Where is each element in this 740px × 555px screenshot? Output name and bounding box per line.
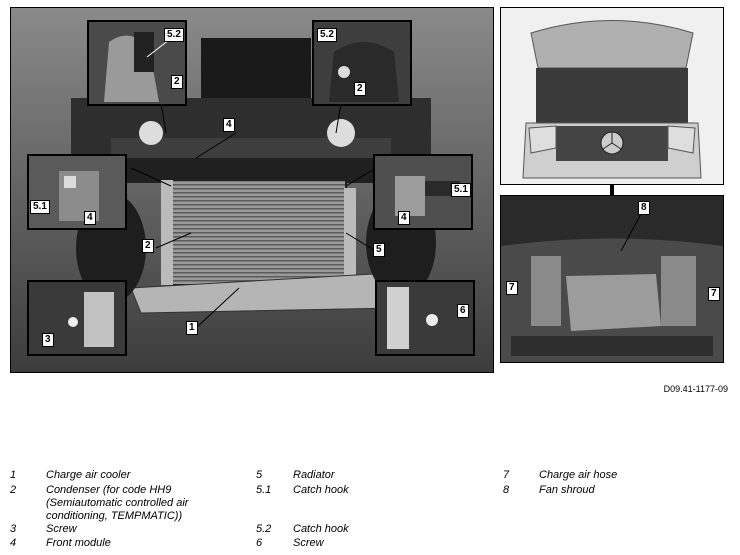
legend-text: Condenser (for code HH9 bbox=[46, 484, 172, 496]
callout-4-main: 4 bbox=[223, 118, 235, 132]
legend-text: Front module bbox=[46, 537, 111, 549]
callout-5: 5 bbox=[373, 243, 385, 257]
legend-text: (Semiautomatic controlled air bbox=[46, 497, 189, 509]
legend-num: 4 bbox=[10, 537, 17, 549]
callout-7-left: 7 bbox=[506, 281, 518, 295]
callout-4-right: 4 bbox=[398, 211, 410, 225]
legend-num: 5.1 bbox=[256, 484, 272, 496]
inset-mid-left bbox=[27, 154, 127, 230]
callout-5-1-right: 5.1 bbox=[451, 183, 471, 197]
legend-text: conditioning, TEMPMATIC)) bbox=[46, 510, 183, 522]
figure-reference: D09.41-1177-09 bbox=[663, 384, 728, 394]
callout-2-main: 2 bbox=[142, 239, 154, 253]
legend-text: Screw bbox=[46, 523, 77, 535]
callout-4-left: 4 bbox=[84, 211, 96, 225]
legend-text: Fan shroud bbox=[539, 484, 595, 496]
legend-text: Radiator bbox=[293, 469, 335, 481]
legend-text: Charge air cooler bbox=[46, 469, 131, 481]
callout-2-top-right: 2 bbox=[354, 82, 366, 96]
legend-num: 5 bbox=[256, 469, 263, 481]
legend-num: 8 bbox=[503, 484, 510, 496]
underside-photo: 8 7 7 bbox=[500, 195, 724, 363]
main-photo: 1 2 2 2 3 4 4 4 5 5.1 5.1 5.2 5.2 6 bbox=[10, 7, 494, 373]
legend-text: Catch hook bbox=[293, 523, 349, 535]
callout-5-2-left: 5.2 bbox=[164, 28, 184, 42]
callout-5-2-right: 5.2 bbox=[317, 28, 337, 42]
callout-6: 6 bbox=[457, 304, 469, 318]
legend-text: Catch hook bbox=[293, 484, 349, 496]
legend-num: 1 bbox=[10, 469, 17, 481]
legend-num: 5.2 bbox=[256, 523, 272, 535]
callout-8: 8 bbox=[638, 201, 650, 215]
callout-3: 3 bbox=[42, 333, 54, 347]
legend-text: Charge air hose bbox=[539, 469, 618, 481]
legend-num: 6 bbox=[256, 537, 263, 549]
callout-2-top-left: 2 bbox=[171, 75, 183, 89]
callout-7-right: 7 bbox=[708, 287, 720, 301]
legend-num: 7 bbox=[503, 469, 510, 481]
callout-1: 1 bbox=[186, 321, 198, 335]
connector-arrow bbox=[607, 185, 617, 197]
legend-text: Screw bbox=[293, 537, 324, 549]
callout-5-1-left: 5.1 bbox=[30, 200, 50, 214]
legend-num: 3 bbox=[10, 523, 17, 535]
inset-bottom-right bbox=[375, 280, 475, 356]
legend-num: 2 bbox=[10, 484, 17, 496]
van-front-photo bbox=[500, 7, 724, 185]
